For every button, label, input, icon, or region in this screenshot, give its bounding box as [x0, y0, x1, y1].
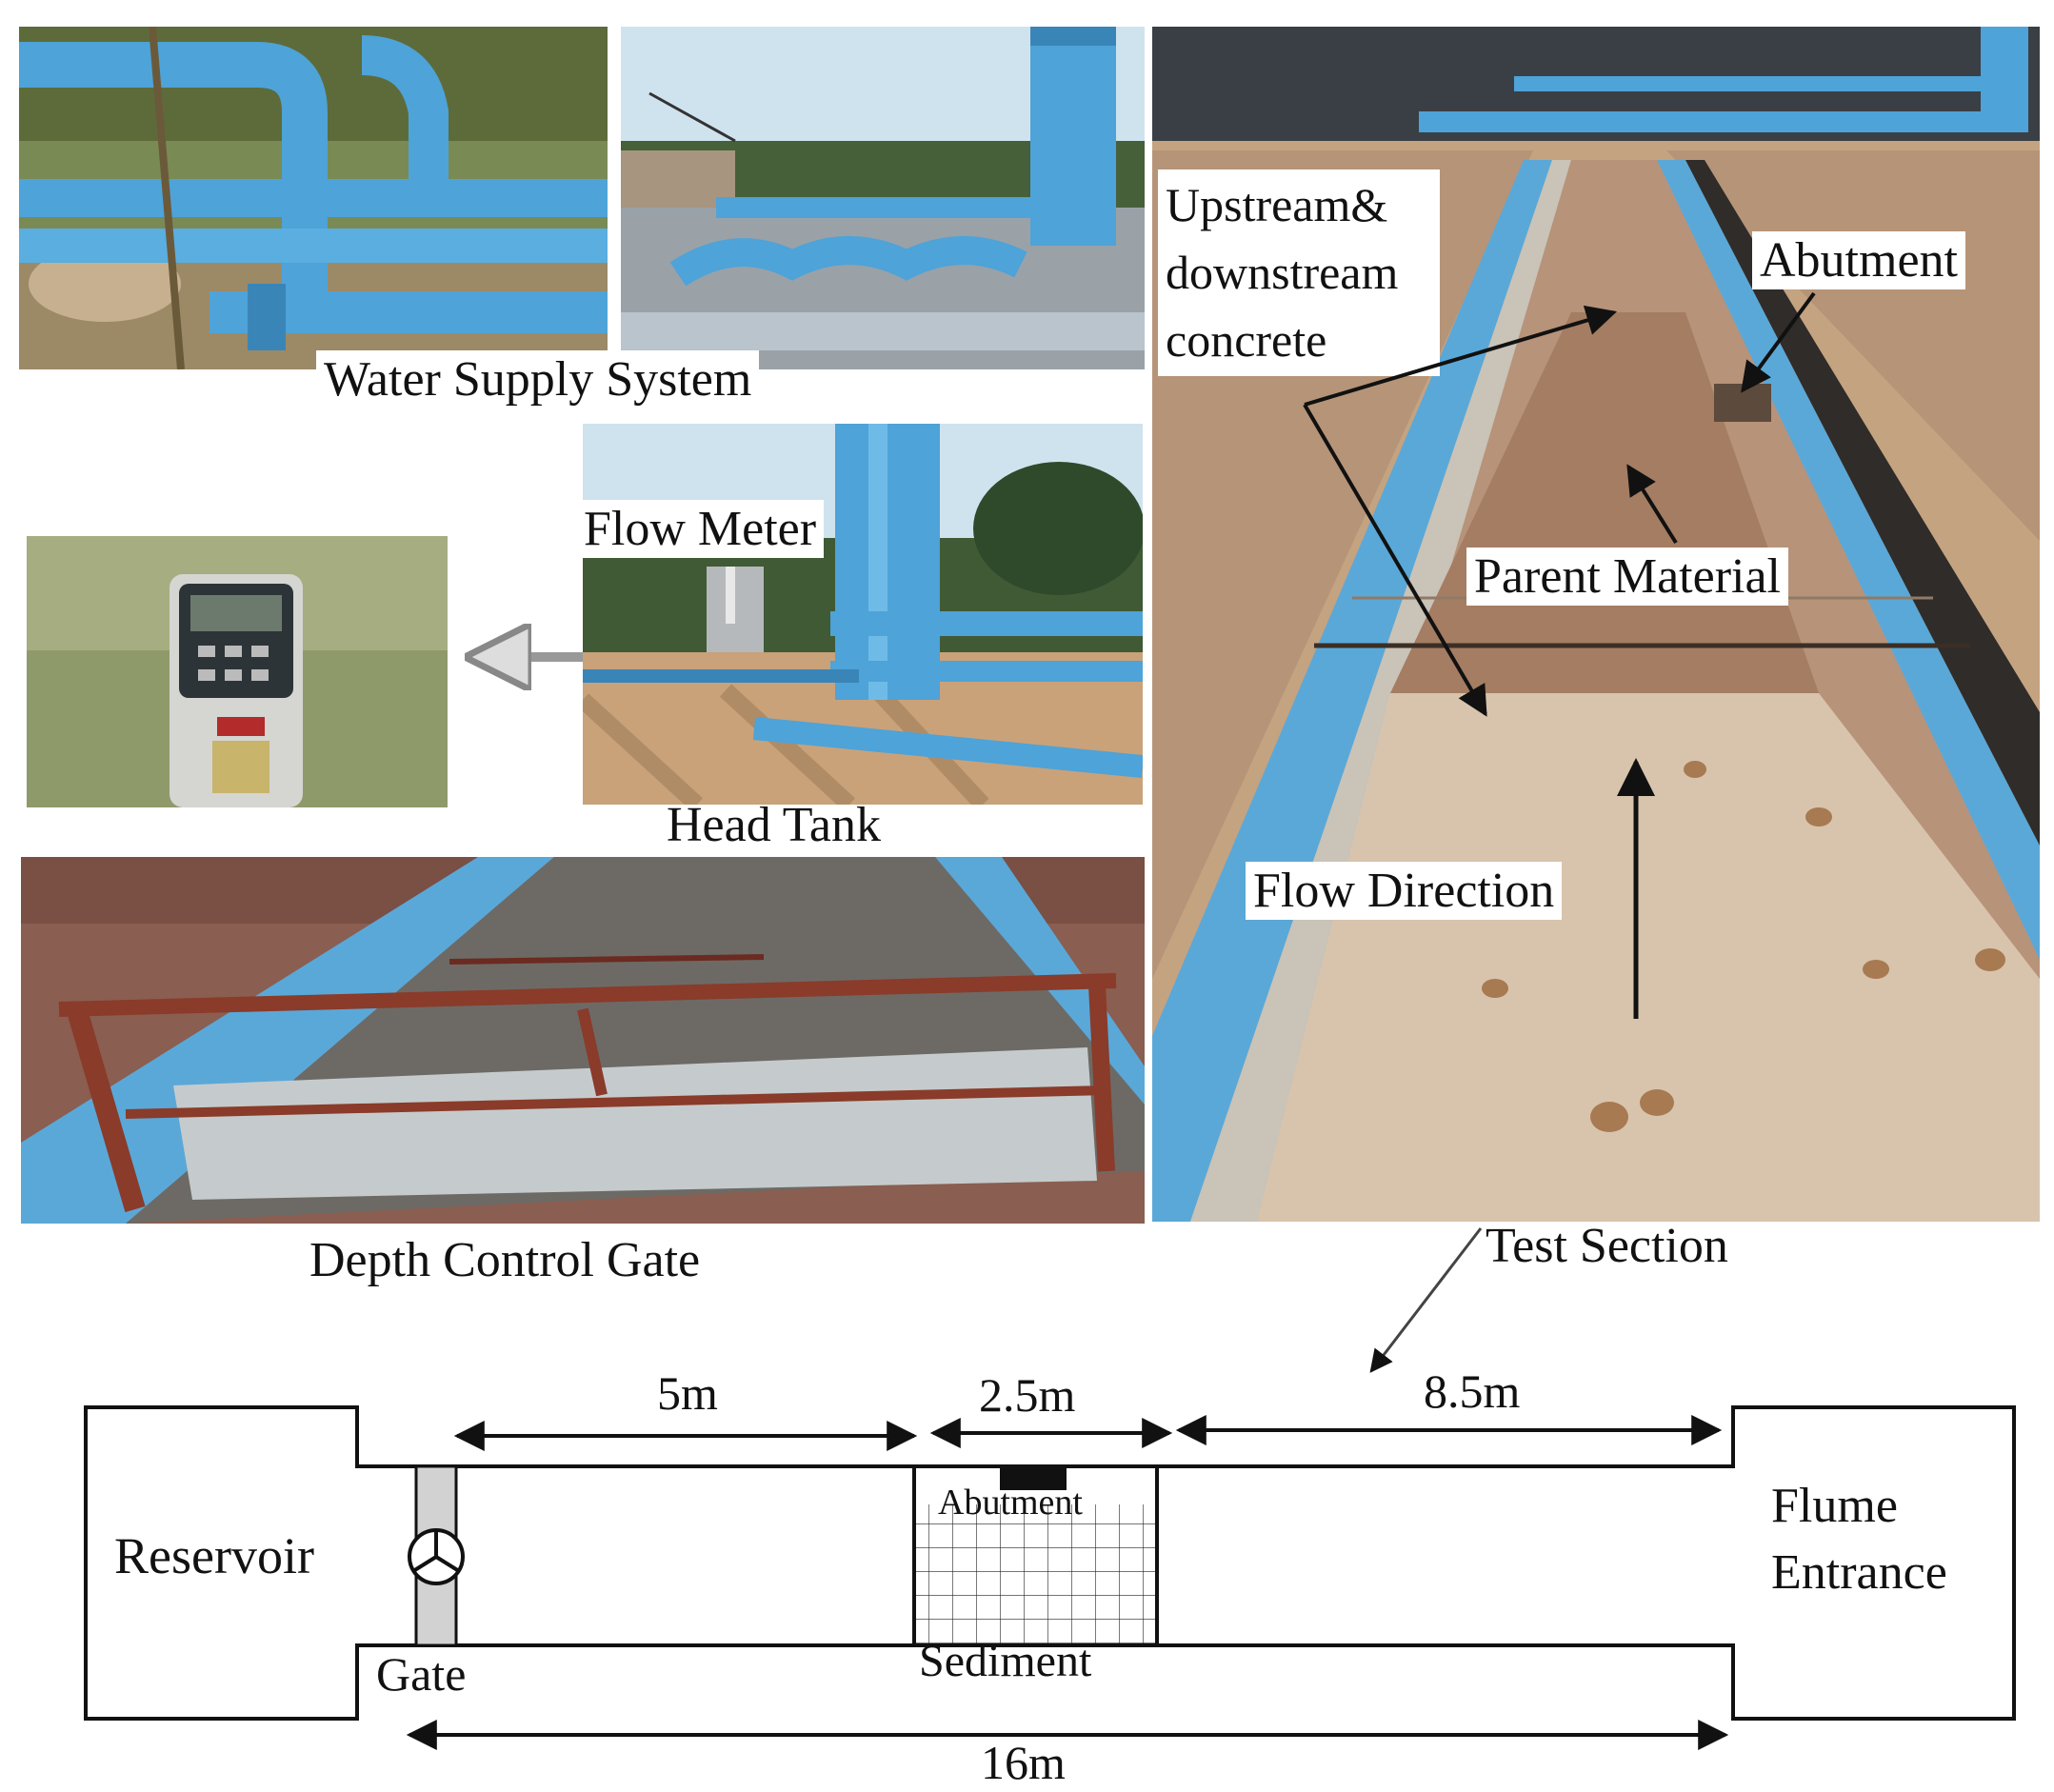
depth-control-gate-label: Depth Control Gate — [309, 1233, 701, 1287]
abutment-photo-label: Abutment — [1752, 231, 1965, 290]
flow-direction-label: Flow Direction — [1246, 862, 1563, 921]
water-supply-photo-right — [621, 27, 1145, 369]
water-supply-photo-left — [19, 27, 608, 369]
depth-control-gate-photo — [21, 857, 1145, 1224]
abutment-block — [1000, 1466, 1067, 1490]
dim-8-5m-text: 8.5m — [1424, 1364, 1521, 1418]
flow-meter-device-photo — [27, 536, 448, 807]
abutment-text: Abutment — [938, 1483, 1083, 1523]
head-tank-label: Head Tank — [667, 798, 881, 852]
dim-5m-text: 5m — [657, 1366, 718, 1420]
gate-slot — [414, 1464, 458, 1647]
flow-meter-label: Flow Meter — [576, 500, 825, 559]
flume-outline — [84, 1405, 2016, 1721]
upstream-downstream-concrete-label: Upstream& downstream concrete — [1158, 169, 1440, 376]
sediment-text: Sediment — [919, 1636, 1092, 1686]
flume-text: Flume — [1771, 1479, 1898, 1533]
test-section-label: Test Section — [1486, 1219, 1728, 1273]
test-section-arrow — [1369, 1227, 1483, 1373]
dim-16m-text: 16m — [981, 1736, 1066, 1789]
entrance-text: Entrance — [1771, 1545, 1947, 1600]
water-supply-system-label: Water Supply System — [316, 350, 760, 409]
sediment-section — [912, 1464, 1159, 1647]
parent-material-label: Parent Material — [1466, 548, 1788, 607]
reservoir-text: Reservoir — [114, 1527, 314, 1584]
gate-text: Gate — [376, 1647, 466, 1701]
head-tank-photo — [583, 424, 1143, 805]
dim-2-5m-text: 2.5m — [979, 1368, 1076, 1422]
gate-wheel-icon — [408, 1528, 465, 1585]
